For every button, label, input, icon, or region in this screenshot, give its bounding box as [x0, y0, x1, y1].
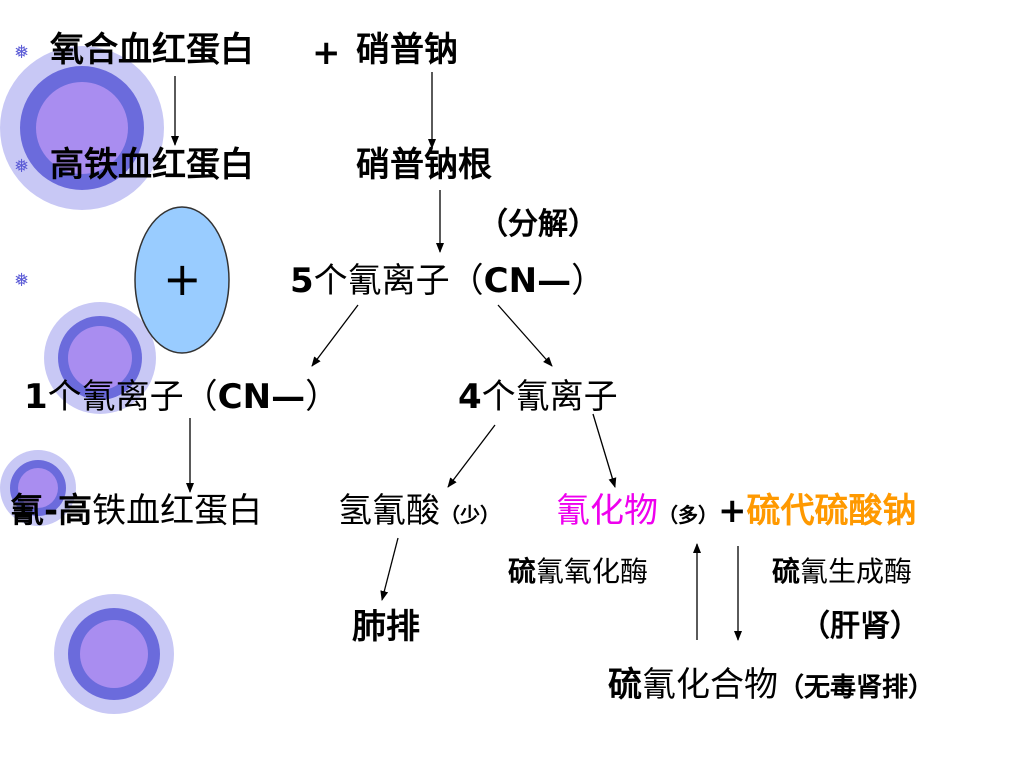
plus-sign: + [163, 252, 202, 306]
nitroprusside-ion-label: 硝普钠根 [356, 148, 492, 182]
oxyhemoglobin-label: 氧合血红蛋白 [50, 33, 254, 67]
circle-4 [54, 594, 174, 714]
decompose-text: （分解） [478, 207, 598, 242]
sodium-nitroprusside-text: 硝普钠 [356, 30, 458, 70]
cyan-prefix: 氰-高 [10, 491, 93, 531]
close-paren: ） [305, 377, 340, 417]
decompose-label: （分解） [478, 210, 598, 240]
nontoxic-note: （无毒肾排） [778, 673, 935, 703]
four-number: 4 [458, 377, 482, 417]
rhodanese-label: 硫氰氧化酶 [508, 558, 648, 586]
sodium-nitroprusside-label: 硝普钠 [356, 33, 458, 67]
circle-2 [44, 302, 156, 414]
thiocyanate-label: 硫氰化合物（无毒肾排） [608, 668, 934, 702]
liver-kidney-text: （肝肾） [800, 609, 920, 644]
thiocyanate-synthase-label: 硫氰生成酶 [772, 558, 912, 586]
nitroprusside-ion-text: 硝普钠根 [356, 145, 492, 185]
five-cyanide-ions-label: 5个氰离子（CN—） [290, 264, 605, 298]
methemoglobin-text: 高铁血红蛋白 [50, 145, 254, 185]
four-cyanide-ions-label: 4个氰离子 [458, 380, 618, 414]
cyanide-text: 氰化物 [556, 491, 658, 531]
plus-oval [134, 206, 230, 354]
circle-3 [0, 450, 76, 526]
methemoglobin-label: 高铁血红蛋白 [50, 148, 254, 182]
lung-excretion-label: 肺排 [352, 610, 420, 644]
cyan-rest: 铁血红蛋白 [92, 491, 263, 531]
sulfur-prefix: 硫 [608, 665, 642, 705]
plus-operator: + [312, 36, 341, 70]
bullet-icon: ❅ [14, 42, 30, 63]
arrow-split-right [497, 304, 553, 367]
sulfur-prefix: 硫 [508, 555, 537, 588]
oxyhemoglobin-text: 氧合血红蛋白 [50, 30, 254, 70]
cyan-methemoglobin-label: 氰-高铁血红蛋白 [10, 494, 262, 528]
five-cyanide-text: 个氰离子（ [313, 261, 484, 301]
hydrocyanic-acid-text: 氢氰酸 [338, 491, 440, 531]
lung-excretion-text: 肺排 [352, 607, 420, 647]
liver-kidney-label: （肝肾） [800, 612, 920, 642]
cyanide-label: 氰化物（多）+硫代硫酸钠 [556, 494, 917, 528]
five-number: 5 [290, 261, 314, 301]
sulfur-prefix: 硫 [772, 555, 801, 588]
sodium-thiosulfate-text: 硫代硫酸钠 [746, 491, 917, 531]
one-cyanide-ion-label: 1个氰离子（CN—） [24, 380, 339, 414]
cn-formula: CN— [483, 261, 572, 301]
thiocyanate-text: 氰化合物 [642, 665, 778, 705]
hydrocyanic-acid-label: 氢氰酸（少） [338, 494, 500, 528]
more-note: （多） [658, 503, 718, 527]
four-cyanide-text: 个氰离子 [481, 377, 618, 417]
little-note: （少） [440, 503, 500, 527]
plus-operator-text: + [312, 33, 341, 73]
one-number: 1 [24, 377, 48, 417]
rhodanese-text: 氰氧化酶 [536, 555, 649, 588]
bullet-icon: ❅ [14, 270, 30, 291]
arrow-4cn-left [447, 424, 496, 488]
cn-formula: CN— [217, 377, 306, 417]
arrow-4cn-right [592, 413, 617, 488]
arrow-split-left [311, 304, 359, 367]
synthase-text: 氰生成酶 [800, 555, 913, 588]
one-cyanide-text: 个氰离子（ [47, 377, 218, 417]
close-paren: ） [571, 261, 606, 301]
plus-text: + [718, 491, 747, 531]
bullet-icon: ❅ [14, 156, 30, 177]
circle-1 [0, 46, 164, 210]
arrow-hcn-down [380, 537, 399, 601]
